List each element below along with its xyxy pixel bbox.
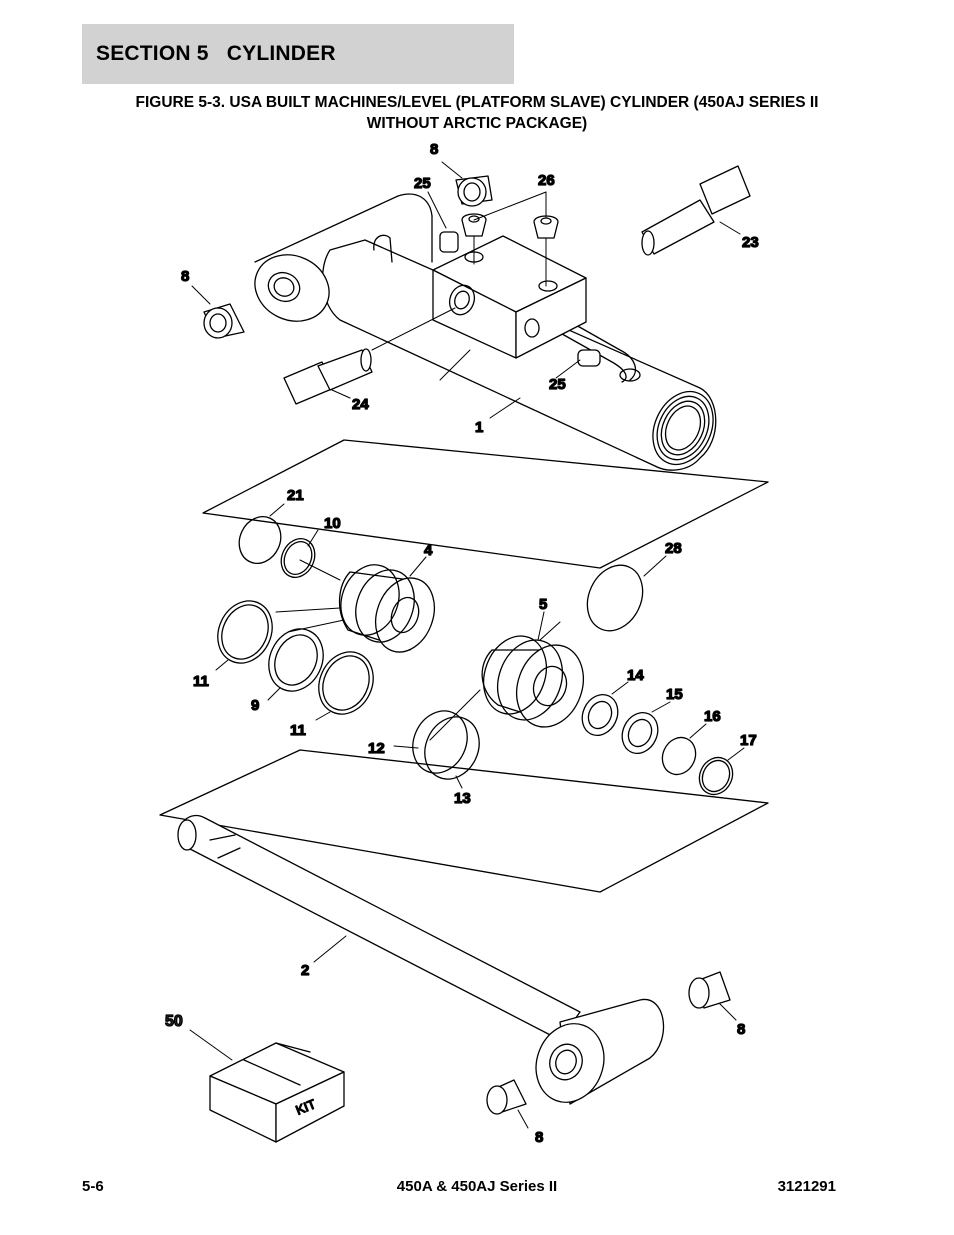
callout-16: 16 xyxy=(704,708,721,725)
callout-8-bottom-left: 8 xyxy=(535,1129,543,1146)
callout-4: 4 xyxy=(424,542,433,559)
section-header-bar: SECTION 5 CYLINDER xyxy=(82,24,514,84)
footer-page-number: 5-6 xyxy=(82,1178,104,1195)
cylinder-head-part xyxy=(481,635,584,728)
callout-14: 14 xyxy=(627,667,644,684)
callout-28: 28 xyxy=(665,540,682,557)
callout-24: 24 xyxy=(352,396,369,413)
seal-rings xyxy=(217,516,734,796)
piston-part xyxy=(338,564,435,653)
bushing-bottom-left xyxy=(486,1079,527,1115)
valve-block xyxy=(432,235,587,359)
piston-rod-part xyxy=(177,814,665,1105)
callout-15: 15 xyxy=(666,686,683,703)
kit-box-icon: KIT xyxy=(209,1042,345,1143)
bushing-left xyxy=(203,303,245,339)
callout-1: 1 xyxy=(475,419,483,436)
callout-8-bottom-right: 8 xyxy=(737,1021,745,1038)
valve-cartridge-24 xyxy=(283,348,373,405)
figure-title: FIGURE 5-3. USA BUILT MACHINES/LEVEL (PL… xyxy=(60,92,894,134)
plug-fittings xyxy=(439,213,601,367)
callout-13: 13 xyxy=(454,790,471,807)
exploded-plane-lower xyxy=(159,749,769,893)
footer-doc-number: 3121291 xyxy=(777,1178,836,1195)
exploded-plane-upper xyxy=(202,439,769,569)
valve-cartridge-23 xyxy=(641,165,751,256)
footer-model: 450A & 450AJ Series II xyxy=(396,1178,558,1195)
figure-title-line2: WITHOUT ARCTIC PACKAGE) xyxy=(366,115,588,132)
callout-17: 17 xyxy=(740,732,757,749)
callout-26: 26 xyxy=(538,172,555,189)
callout-10: 10 xyxy=(324,515,341,532)
callout-50: 50 xyxy=(165,1013,183,1030)
callout-8-top: 8 xyxy=(430,141,438,158)
callout-11-left: 11 xyxy=(193,673,209,690)
callout-21: 21 xyxy=(287,487,304,504)
callout-2: 2 xyxy=(301,962,309,979)
callout-23: 23 xyxy=(742,234,759,251)
callout-5: 5 xyxy=(539,596,547,613)
bushing-top xyxy=(455,175,493,207)
callout-12: 12 xyxy=(368,740,385,757)
bushing-bottom-right xyxy=(688,971,731,1009)
leader-lines xyxy=(189,161,745,1129)
figure-title-line1: FIGURE 5-3. USA BUILT MACHINES/LEVEL (PL… xyxy=(135,94,819,111)
callout-9: 9 xyxy=(251,697,259,714)
callout-8-left: 8 xyxy=(181,268,189,285)
callout-11-lower: 11 xyxy=(290,722,306,739)
callout-25-lower: 25 xyxy=(549,376,566,393)
callout-25-top: 25 xyxy=(414,175,431,192)
section-title: SECTION 5 CYLINDER xyxy=(96,42,336,65)
